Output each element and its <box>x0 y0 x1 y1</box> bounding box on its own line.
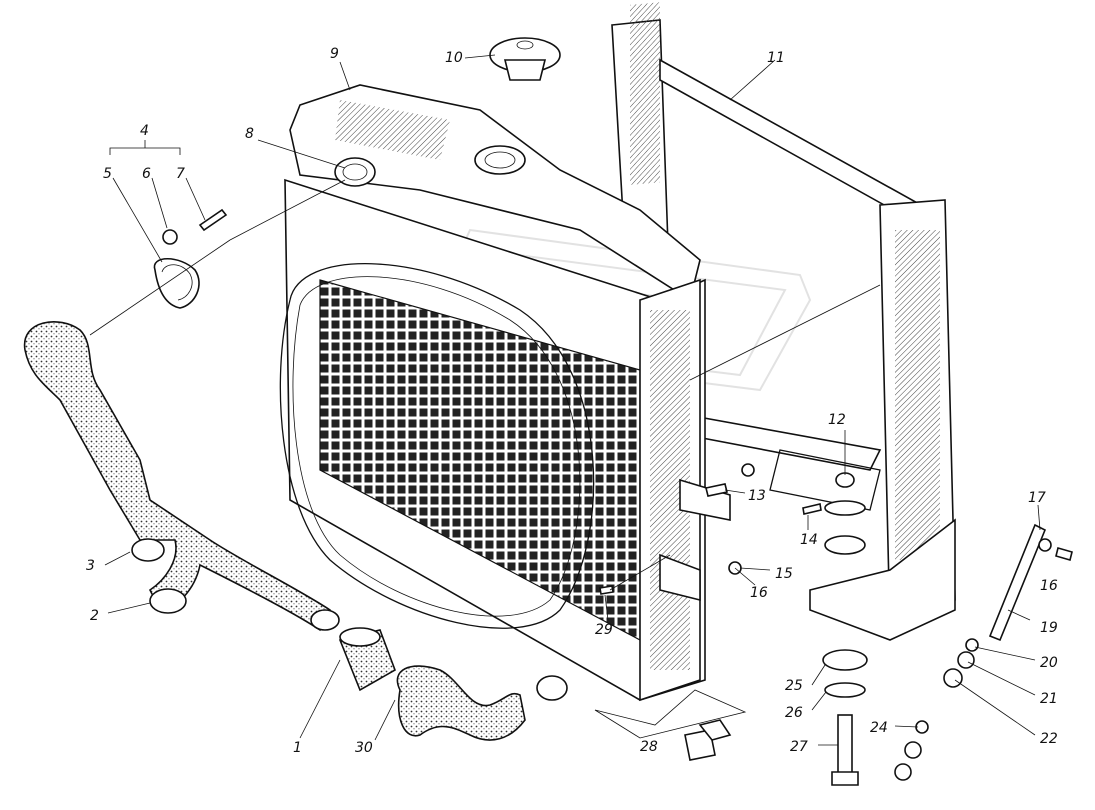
label-13: 13 <box>748 488 766 504</box>
label-7: 7 <box>176 166 185 182</box>
label-11: 11 <box>767 50 785 66</box>
label-9: 9 <box>330 46 339 62</box>
mounting-hardware <box>599 463 868 786</box>
label-26: 26 <box>785 705 803 721</box>
label-15: 15 <box>775 566 793 582</box>
part-labels: 1 2 3 4 5 6 7 8 9 10 11 12 13 14 15 16 1… <box>86 46 1058 756</box>
label-22: 22 <box>1040 731 1058 747</box>
tension-rod <box>894 523 1073 781</box>
label-25: 25 <box>785 678 803 694</box>
label-24: 24 <box>870 720 888 736</box>
label-2: 2 <box>90 608 99 624</box>
label-16b: 16 <box>1040 578 1058 594</box>
radiator-frame <box>611 2 956 641</box>
label-19: 19 <box>1040 620 1058 636</box>
drain-cock <box>684 719 732 761</box>
lower-hose <box>396 665 526 741</box>
label-8: 8 <box>245 126 254 142</box>
radiator-cap <box>489 37 561 81</box>
label-21: 21 <box>1040 691 1058 707</box>
label-29: 29 <box>595 622 613 638</box>
hose-clamp <box>153 258 200 309</box>
upper-hose <box>23 321 340 632</box>
label-27: 27 <box>790 739 808 755</box>
label-14: 14 <box>800 532 818 548</box>
label-6: 6 <box>142 166 151 182</box>
label-10: 10 <box>445 50 463 66</box>
label-12: 12 <box>828 412 846 428</box>
label-17: 17 <box>1028 490 1046 506</box>
label-3: 3 <box>86 558 95 574</box>
label-4: 4 <box>140 123 149 139</box>
coupling-sleeve <box>338 627 396 692</box>
label-5: 5 <box>103 166 112 182</box>
leader-lines <box>89 54 1041 746</box>
label-30: 30 <box>355 740 373 756</box>
label-28: 28 <box>640 739 658 755</box>
label-20: 20 <box>1040 655 1058 671</box>
clamp-screw <box>162 208 228 245</box>
radiator-body <box>279 84 731 702</box>
label-1: 1 <box>293 740 302 756</box>
label-16a: 16 <box>750 585 768 601</box>
